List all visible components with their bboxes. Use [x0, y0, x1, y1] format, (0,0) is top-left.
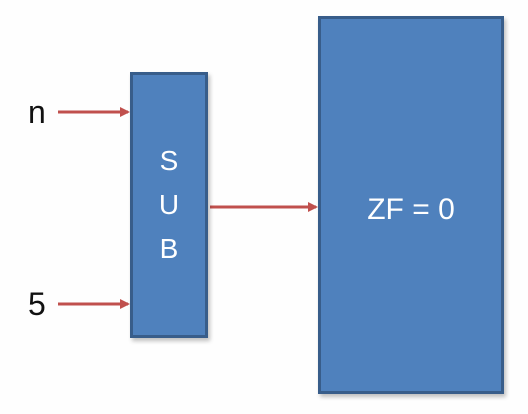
input-5-label: 5 [28, 286, 46, 322]
sub-letter-b: B [159, 233, 179, 264]
sub-letter-s: S [159, 145, 179, 176]
sub-block: S U B [130, 72, 208, 338]
sub-letter-u: U [158, 189, 180, 220]
zero-flag-block: ZF = 0 [318, 16, 504, 394]
input-n-label: n [28, 94, 46, 130]
zero-flag-text: ZF = 0 [367, 193, 455, 226]
